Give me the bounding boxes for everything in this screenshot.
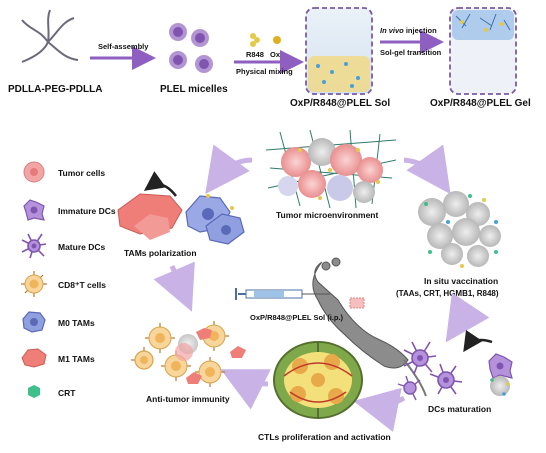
legend-label-mature-dcs: Mature DCs: [58, 242, 106, 252]
sol-vial: [305, 7, 373, 95]
injection-site: [349, 297, 365, 309]
cd8-t-cell-icon: [21, 271, 47, 297]
m1-tam-icon: [21, 348, 47, 368]
legend-label-m0-tams: M0 TAMs: [58, 318, 95, 328]
legend-label-crt: CRT: [58, 388, 76, 398]
dc-maturation-illustration: [397, 341, 513, 401]
mixing-label: Physical mixing: [236, 67, 293, 76]
legend-label-immature-dcs: Immature DCs: [58, 206, 116, 216]
dc-maturation-label: DCs maturation: [428, 404, 491, 414]
in-situ-vaccination-illustration: [418, 191, 501, 268]
tme-to-vaccination-arrow: [403, 144, 451, 195]
immature-dc-icon: [23, 199, 45, 221]
polymer-label: PDLLA-PEG-PDLLA: [8, 84, 102, 95]
tme-to-tams-arrow: [205, 144, 253, 195]
self-assembly-label: Self-assembly: [98, 42, 149, 51]
tumor-microenvironment-illustration: [265, 129, 397, 209]
lymph-to-immunity-arrow: [220, 369, 271, 410]
tams-polarization-label: TAMs polarization: [124, 248, 197, 258]
maturation-arrow: [463, 329, 493, 353]
legend-label-tumor-cells: Tumor cells: [58, 168, 105, 178]
legend: Tumor cells Immature DCs Mature DCs CD8⁺…: [21, 161, 116, 398]
injection-rest-label: injection: [404, 26, 437, 35]
syringe-icon: [235, 288, 330, 300]
tumor-microenvironment-label: Tumor microenvironment: [276, 210, 378, 220]
tumor-cell-icon: [23, 161, 45, 183]
legend-label-m1-tams: M1 TAMs: [58, 354, 95, 364]
r848-drug-icon: [250, 33, 260, 47]
vaccination-to-dc-arrow: [445, 292, 490, 343]
injection-italic-label: In vivo: [380, 26, 404, 35]
tams-to-immunity-arrow: [153, 261, 195, 312]
mouse-injection-label: OxP/R848@PLEL Sol (i.p.): [250, 313, 344, 322]
crt-icon: [28, 385, 40, 398]
dc-to-lymph-arrow: [353, 387, 406, 432]
gel-label: OxP/R848@PLEL Gel: [430, 98, 531, 109]
anti-tumor-immunity-label: Anti-tumor immunity: [146, 394, 230, 404]
anti-tumor-immunity-illustration: [131, 321, 246, 387]
r848-label: R848: [246, 50, 264, 59]
oxp-label: OxP: [270, 50, 285, 59]
vaccination-label-line1: In situ vaccination: [424, 276, 498, 286]
svg-text:In vivo injection: In vivo injection: [380, 26, 437, 35]
polarization-arrow: [143, 171, 177, 197]
tams-polarization-illustration: [117, 193, 245, 245]
ctl-label: CTLs proliferation and activation: [258, 432, 391, 442]
legend-label-cd8-t-cells: CD8⁺T cells: [58, 280, 106, 290]
gel-vial: [449, 7, 517, 95]
mature-dc-icon: [21, 233, 47, 259]
micelles-label: PLEL micelles: [160, 84, 228, 95]
lymph-node-illustration: [273, 341, 363, 419]
micelles-icon: [169, 23, 213, 73]
polymer-star-icon: [21, 9, 79, 63]
oxp-drug-icon: [273, 36, 281, 44]
vaccination-label-line2: (TAAs, CRT, HGMB1, R848): [396, 289, 499, 298]
mouse-illustration: [312, 257, 427, 397]
m0-tam-icon: [22, 311, 46, 333]
transition-label: Sol-gel transition: [380, 48, 442, 57]
sol-label: OxP/R848@PLEL Sol: [290, 98, 390, 109]
